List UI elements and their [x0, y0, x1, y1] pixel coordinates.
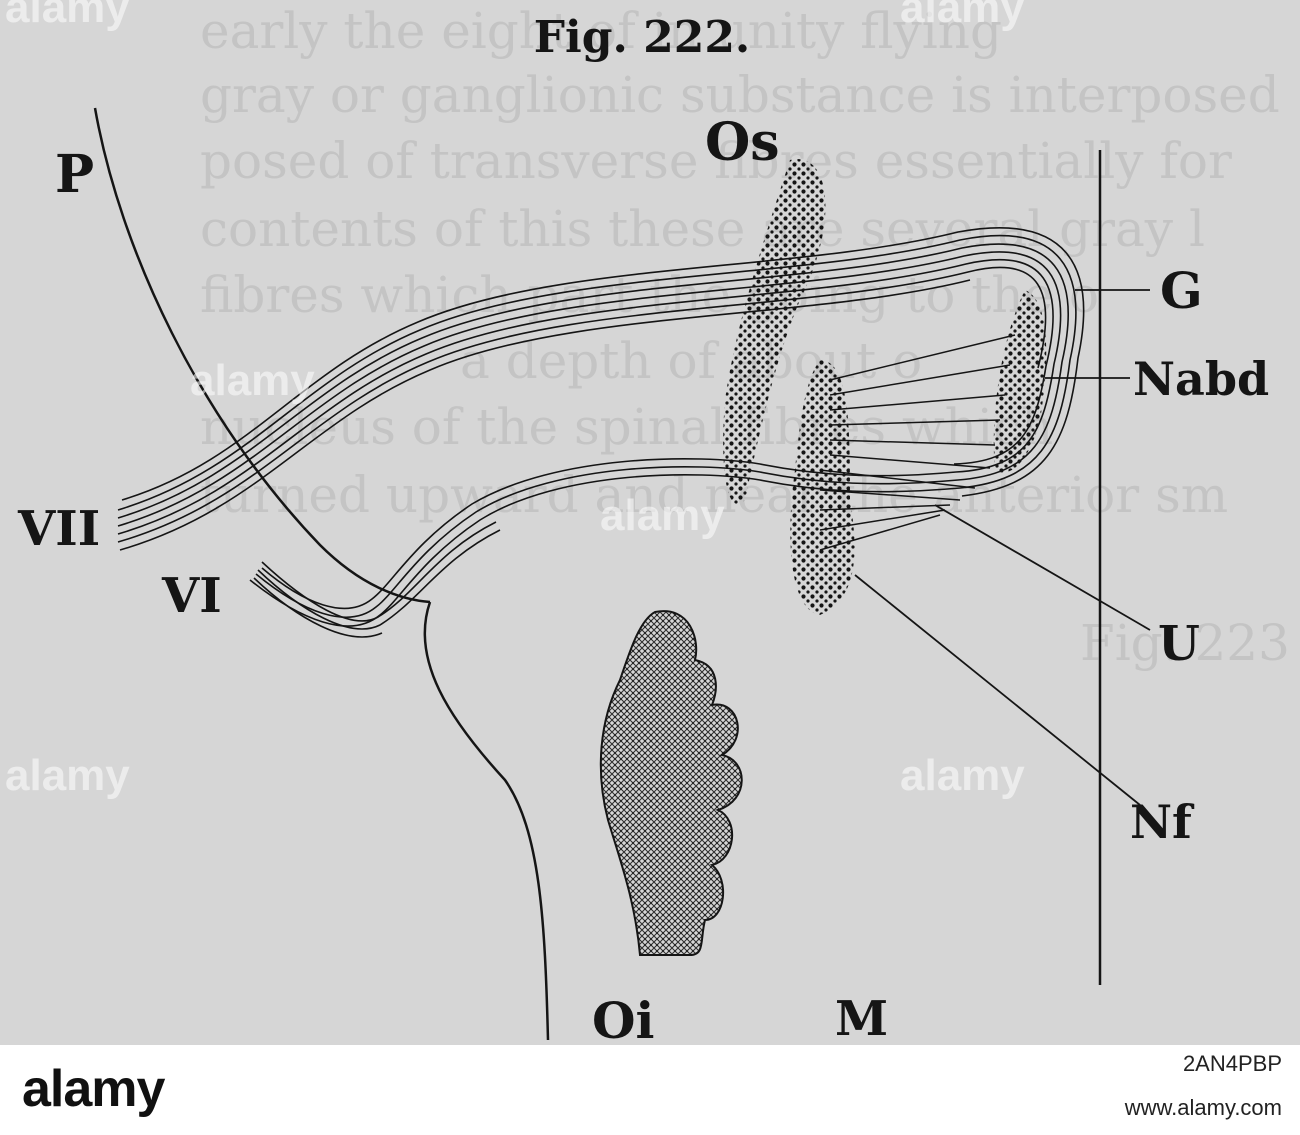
watermark-mark: alamy — [5, 751, 130, 800]
olivary-body-oi — [599, 610, 743, 956]
watermark-mark: alamy — [600, 491, 725, 540]
bleed-line-2: gray or ganglionic substance is interpos… — [200, 66, 1280, 124]
bleed-line-9: Fig. 223 — [1080, 614, 1290, 672]
label-vii: VII — [17, 501, 100, 557]
nucleus-g — [993, 290, 1047, 473]
bleed-line-4: contents of this these are several gray … — [200, 200, 1205, 258]
facial-nerve-bundle — [117, 227, 1085, 627]
figure-caption: Fig. 222. — [534, 12, 751, 63]
leader-lines — [854, 289, 1151, 806]
watermark-mark: alamy — [900, 0, 1025, 32]
lower-boundary-curve — [423, 601, 550, 1041]
abducens-nerve-bundle — [253, 521, 501, 638]
nucleus-os — [723, 159, 826, 504]
nucleus-middle — [790, 360, 855, 615]
watermark-mark: alamy — [900, 751, 1025, 800]
label-oi: Oi — [592, 991, 655, 1045]
label-p: P — [55, 144, 94, 205]
watermark-logo: alamy — [22, 1060, 165, 1118]
label-m: M — [835, 991, 888, 1045]
label-u: U — [1158, 616, 1200, 672]
boundary-curve-p — [93, 107, 431, 604]
image-id: 2AN4PBP — [1182, 1051, 1282, 1076]
radiating-fibres — [819, 334, 1016, 551]
watermark-overlay: alamy alamy alamy alamy alamy alamy — [5, 0, 1025, 800]
watermark-mark: alamy — [190, 356, 315, 405]
label-g: G — [1160, 261, 1203, 320]
label-nf: Nf — [1130, 795, 1195, 849]
anatomical-figure: early the eight of in unity flying gray … — [5, 0, 1290, 1045]
figure-plate: early the eight of in unity flying gray … — [0, 0, 1300, 1045]
bleed-line-7: nucleus of the spinal fibres which — [200, 398, 1053, 456]
bleed-line-6: a depth of about o — [460, 332, 922, 390]
bleed-line-3: posed of transverse fibres essentially f… — [200, 132, 1232, 190]
label-os: Os — [705, 112, 780, 173]
label-nabd: Nabd — [1133, 352, 1269, 406]
bleed-line-5: fibres which part the going to the o — [200, 266, 1099, 324]
site-url: www.alamy.com — [1124, 1095, 1282, 1120]
watermark-footer: alamy 2AN4PBP www.alamy.com — [0, 1045, 1300, 1135]
bleed-line-1: early the eight of in unity flying — [200, 2, 1002, 60]
label-vi: VI — [161, 568, 222, 624]
watermark-mark: alamy — [5, 0, 130, 32]
